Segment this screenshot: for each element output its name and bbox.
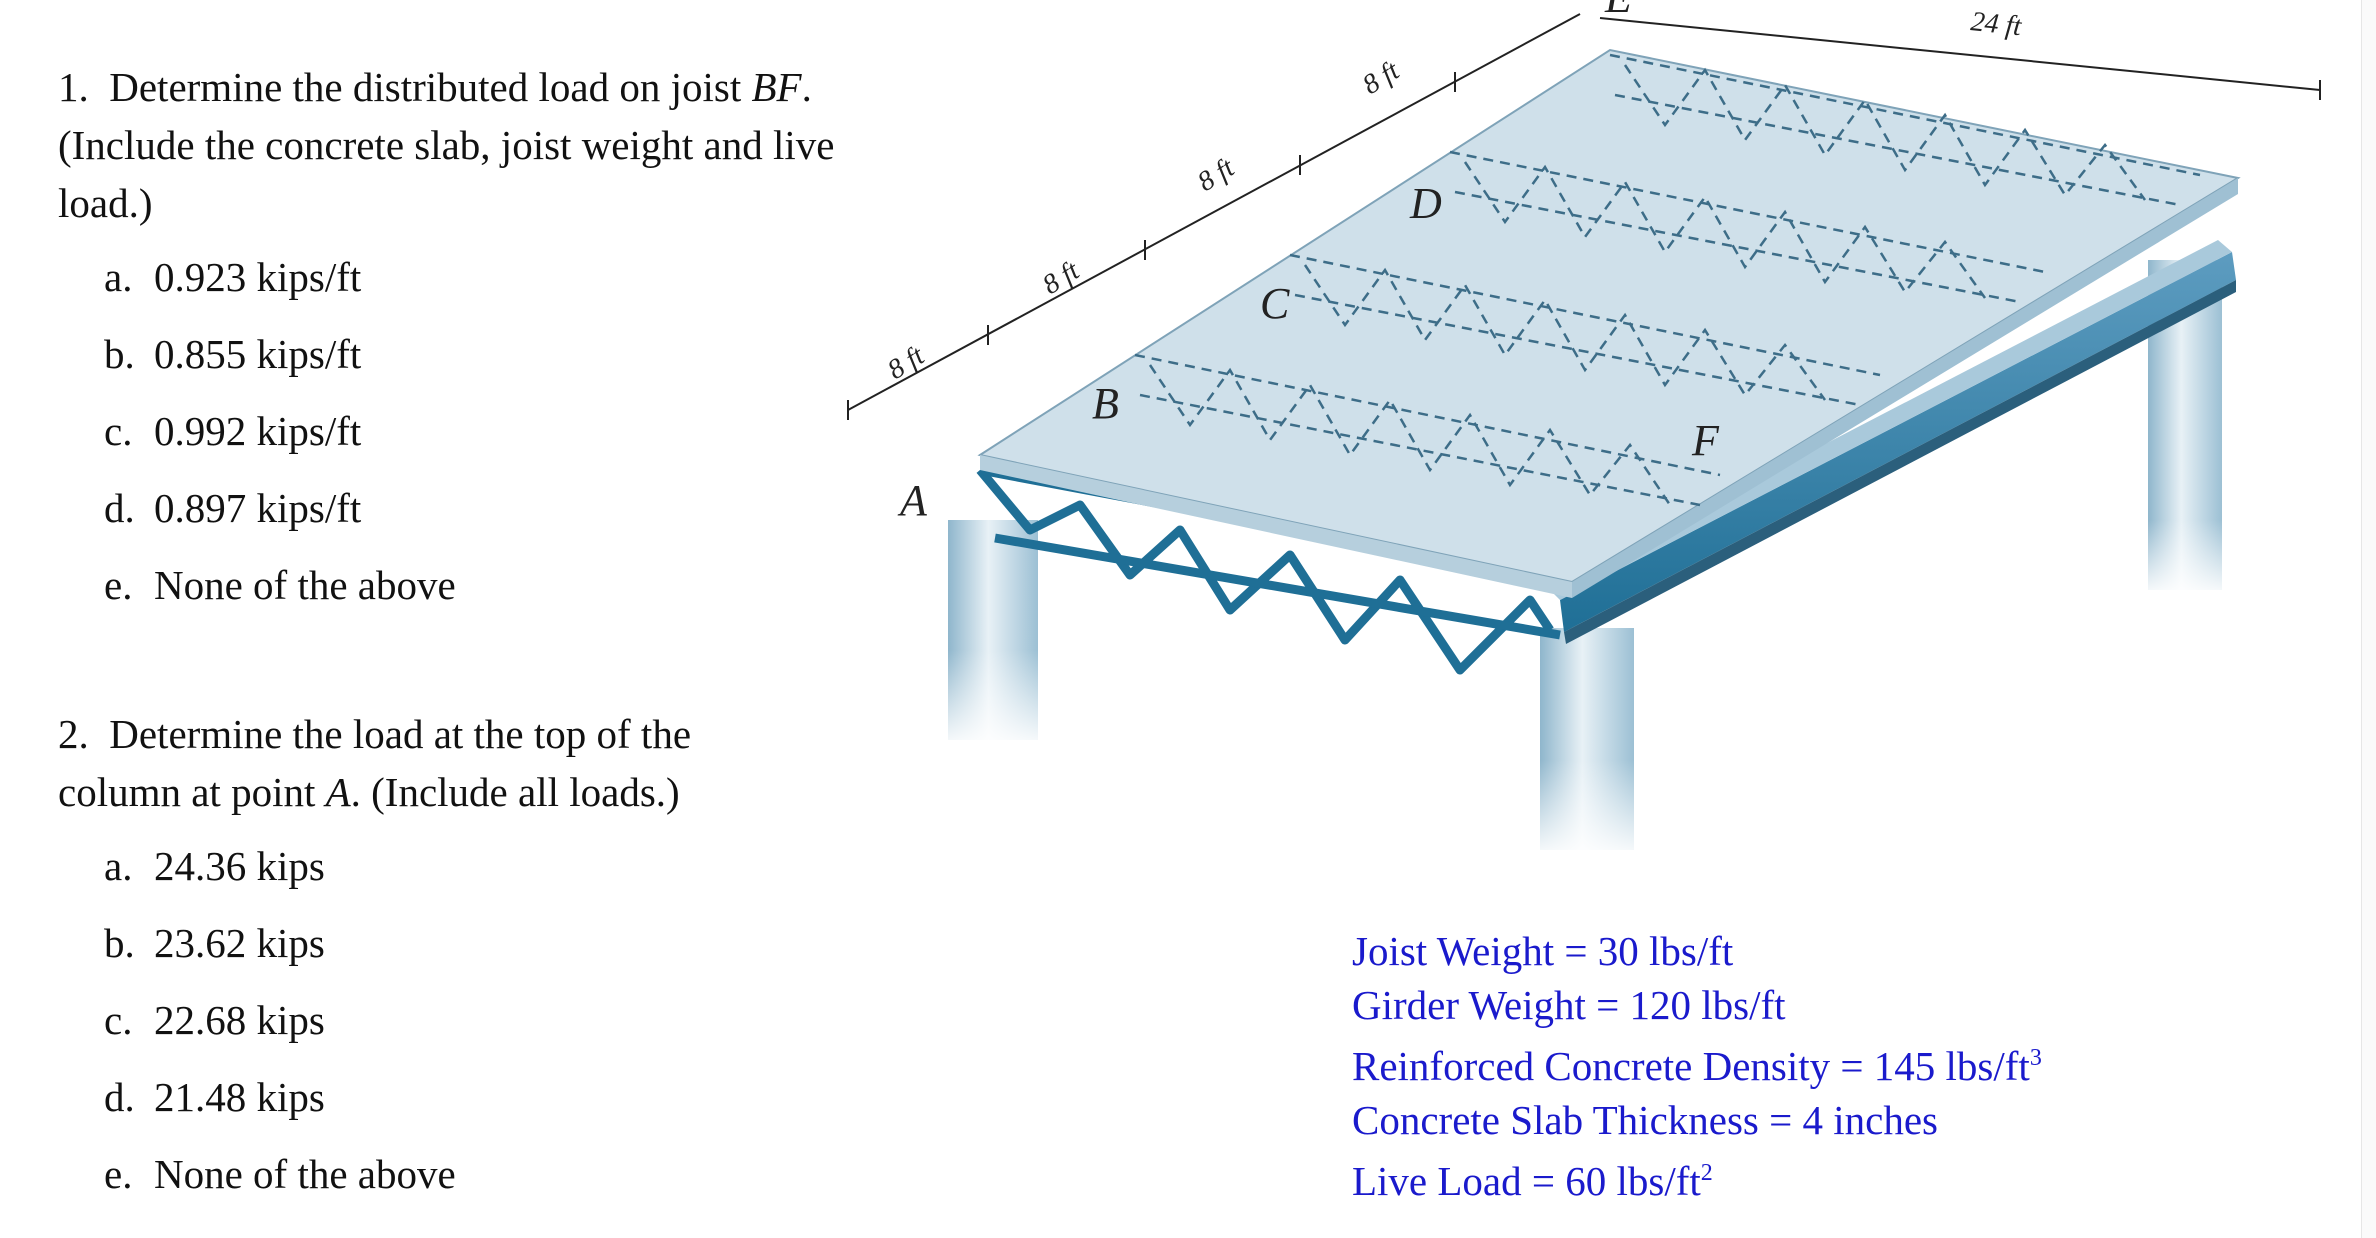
dim-spacing-1: 8 ft: [882, 340, 930, 386]
label-d: D: [1409, 179, 1442, 228]
joist-weight: Joist Weight = 30 lbs/ft: [1352, 928, 1734, 974]
label-e: E: [1604, 0, 1632, 22]
question-text-end: . (Include the concrete slab, joist weig…: [58, 64, 835, 226]
dim-length: 24 ft: [1969, 6, 2024, 42]
floor-framing-figure: 8 ft 8 ft 8 ft 8 ft 24 ft A B C D E F: [847, 0, 2321, 850]
girder-weight: Girder Weight = 120 lbs/ft: [1352, 981, 1786, 1028]
question-2: 2. Determine the load at the top of the …: [58, 705, 818, 1222]
scrollbar-thumb[interactable]: [2365, 0, 2373, 150]
live-load: Live Load = 60 lbs/ft2: [1352, 1158, 1713, 1204]
girder: [1548, 240, 2236, 644]
option-d[interactable]: d.21.48 kips: [104, 1074, 325, 1120]
option-a[interactable]: a.24.36 kips: [104, 843, 325, 889]
question-1-prompt: 1. Determine the distributed load on joi…: [58, 58, 938, 232]
slab-thickness: Concrete Slab Thickness = 4 inches: [1352, 1096, 1938, 1143]
question-text-end: . (Include all loads.): [350, 769, 680, 815]
dim-spacing-3: 8 ft: [1192, 152, 1240, 198]
label-b: B: [1092, 379, 1119, 428]
question-1: 1. Determine the distributed load on joi…: [58, 58, 938, 633]
question-text: Determine the load at the top of the col…: [58, 711, 692, 815]
option-e[interactable]: e.None of the above: [104, 1151, 456, 1197]
scrollbar[interactable]: [2361, 0, 2376, 1238]
dim-spacing-2: 8 ft: [1037, 255, 1085, 301]
concrete-slab: [977, 48, 2241, 598]
option-c[interactable]: c.0.992 kips/ft: [104, 408, 362, 454]
dim-spacing-4: 8 ft: [1357, 55, 1405, 101]
option-a[interactable]: a.0.923 kips/ft: [104, 254, 362, 300]
options-list: a.0.923 kips/ft b.0.855 kips/ft c.0.992 …: [104, 248, 938, 633]
hidden-joists: [1134, 53, 2201, 507]
option-b[interactable]: b.0.855 kips/ft: [104, 331, 362, 377]
member-label: BF: [751, 64, 802, 110]
label-a: A: [897, 476, 928, 525]
option-b[interactable]: b.23.62 kips: [104, 920, 325, 966]
question-2-prompt: 2. Determine the load at the top of the …: [58, 705, 818, 821]
point-labels: A B C D E F: [897, 0, 1720, 525]
question-text: Determine the distributed load on joist: [109, 64, 752, 110]
column-a: [948, 520, 1038, 740]
given-data: Joist Weight = 30 lbs/ft Girder Weight =…: [1352, 925, 2042, 1209]
option-e[interactable]: e.None of the above: [104, 562, 456, 608]
concrete-density: Reinforced Concrete Density = 145 lbs/ft…: [1352, 1043, 2042, 1089]
column-front-right: [1540, 628, 1634, 850]
label-f: F: [1691, 416, 1720, 465]
dimension-lines: [847, 13, 2321, 420]
option-d[interactable]: d.0.897 kips/ft: [104, 485, 362, 531]
options-list: a.24.36 kips b.23.62 kips c.22.68 kips d…: [104, 837, 818, 1222]
question-number: 1.: [58, 64, 89, 110]
label-c: C: [1260, 279, 1290, 328]
point-label: A: [325, 769, 351, 815]
question-number: 2.: [58, 711, 89, 757]
option-c[interactable]: c.22.68 kips: [104, 997, 325, 1043]
